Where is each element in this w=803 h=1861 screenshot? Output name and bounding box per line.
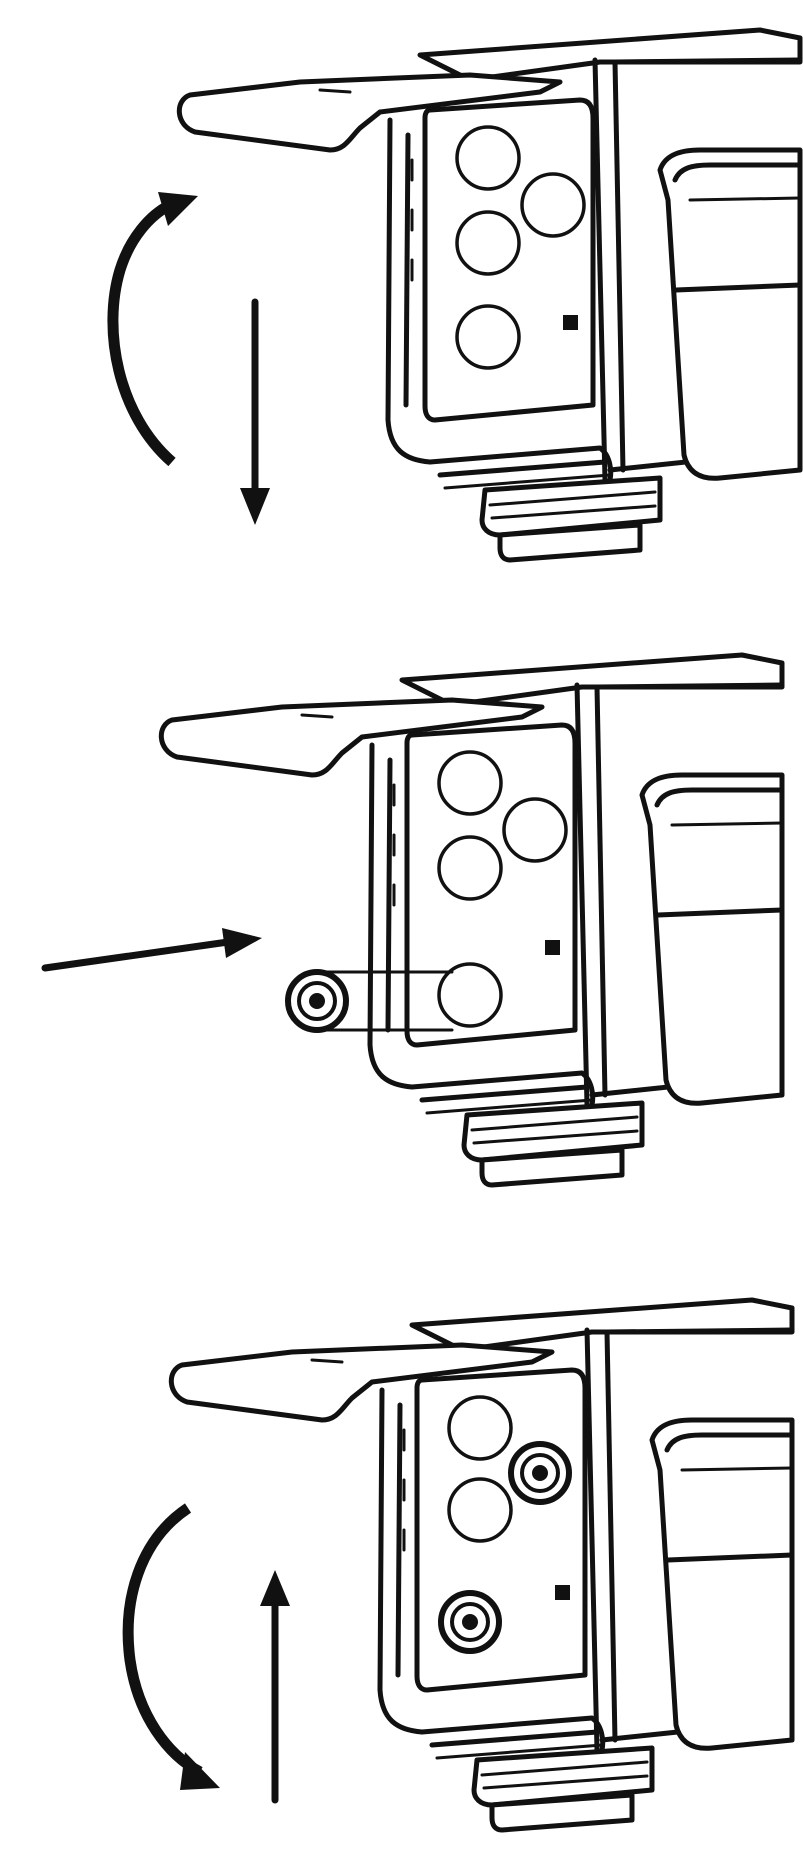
battery-icon: [441, 1593, 499, 1651]
curved-arrow-down-icon: [107, 192, 198, 467]
battery-being-inserted: [288, 972, 454, 1030]
battery-icon: [511, 1444, 569, 1502]
step-1-open-cover: [107, 30, 800, 560]
flash-unit-illustration: [171, 1300, 792, 1830]
flash-unit-illustration: [161, 655, 782, 1185]
flash-unit-illustration: [179, 30, 800, 560]
curved-arrow-up-icon: [122, 1503, 220, 1790]
straight-arrow-up-icon: [260, 1570, 290, 1804]
straight-arrow-right-icon: [41, 928, 262, 972]
step-2-insert-battery: [161, 655, 782, 1185]
step-3-close-cover: [171, 1300, 792, 1830]
straight-arrow-down-icon: [240, 298, 270, 525]
